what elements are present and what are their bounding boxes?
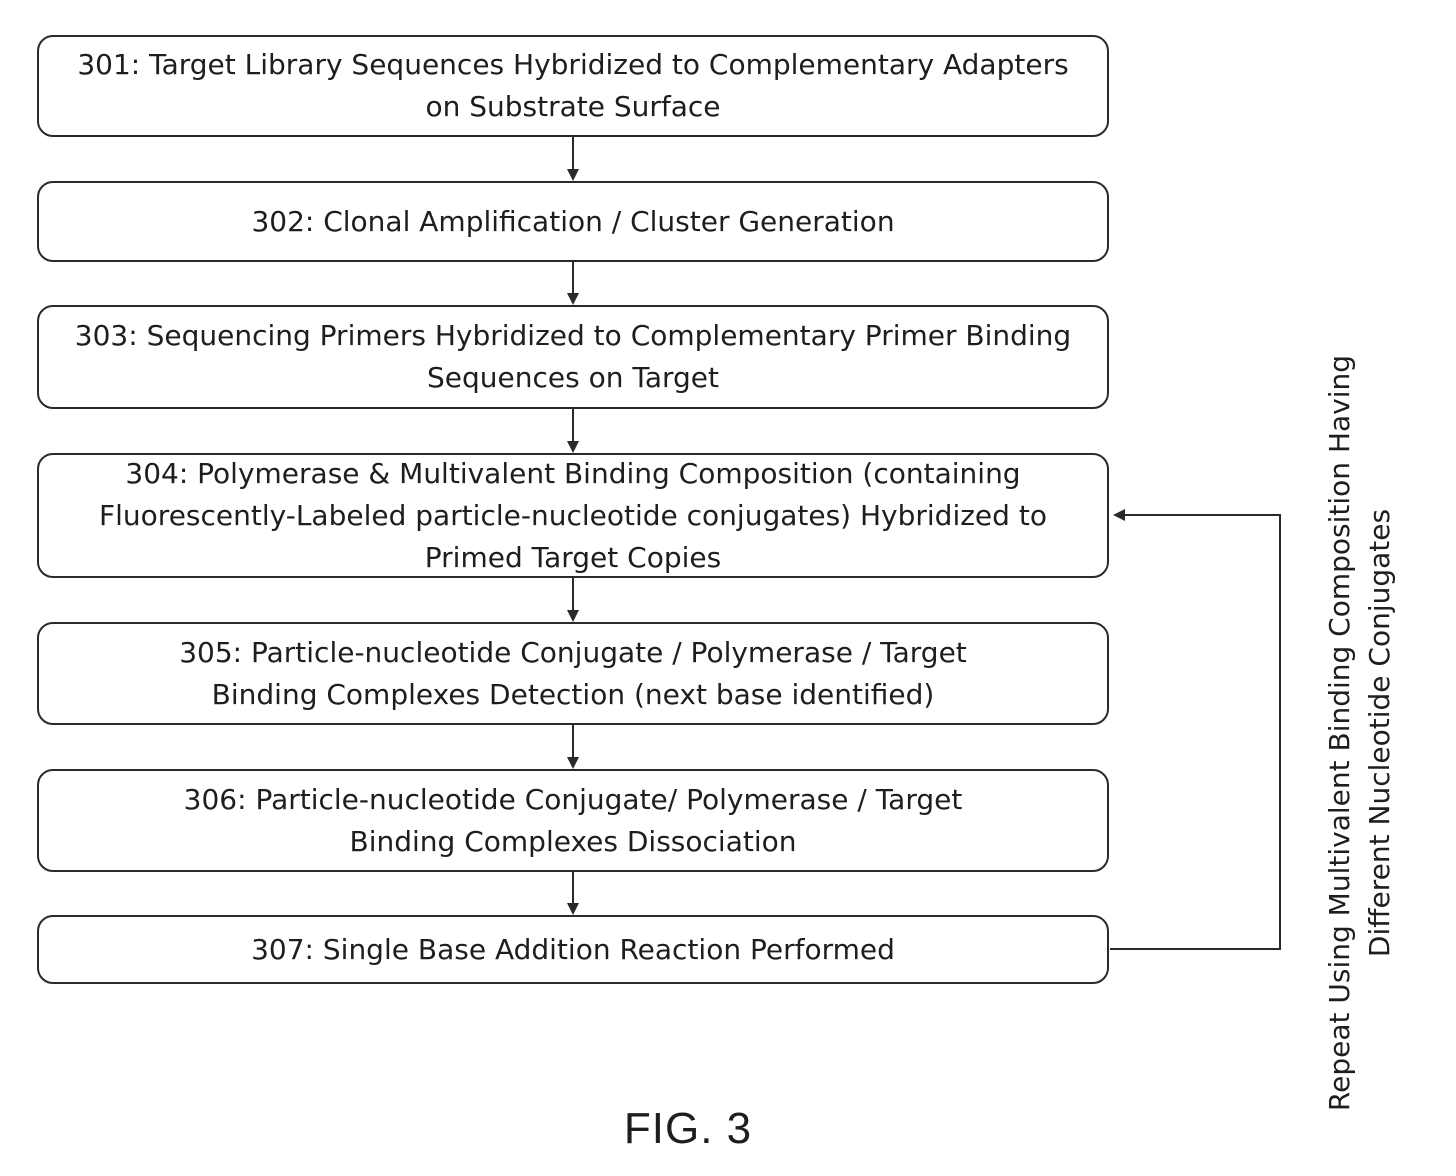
step-302-text: 302: Clonal Amplification / Cluster Gene… — [251, 204, 895, 238]
step-306-box: 306: Particle-nucleotide Conjugate/ Poly… — [37, 769, 1109, 872]
step-301-box: 301: Target Library Sequences Hybridized… — [37, 35, 1109, 137]
step-304-box: 304: Polymerase & Multivalent Binding Co… — [37, 453, 1109, 578]
step-307-text: 307: Single Base Addition Reaction Perfo… — [251, 932, 895, 966]
step-304-text: 304: Polymerase & Multivalent Binding Co… — [99, 456, 1047, 574]
step-306-text: 306: Particle-nucleotide Conjugate/ Poly… — [183, 782, 963, 858]
step-303-box: 303: Sequencing Primers Hybridized to Co… — [37, 305, 1109, 409]
step-305-text: 305: Particle-nucleotide Conjugate / Pol… — [179, 635, 967, 711]
step-303-text: 303: Sequencing Primers Hybridized to Co… — [74, 319, 1072, 394]
step-302-box: 302: Clonal Amplification / Cluster Gene… — [37, 181, 1109, 262]
step-307-box: 307: Single Base Addition Reaction Perfo… — [37, 915, 1109, 984]
repeat-loop-label: Repeat Using Multivalent Binding Composi… — [1323, 354, 1396, 1112]
figure-label: FIG. 3 — [623, 1104, 753, 1153]
feedback-loop-arrow — [1110, 509, 1281, 950]
step-301-text: 301: Target Library Sequences Hybridized… — [77, 48, 1069, 123]
step-305-box: 305: Particle-nucleotide Conjugate / Pol… — [37, 622, 1109, 725]
